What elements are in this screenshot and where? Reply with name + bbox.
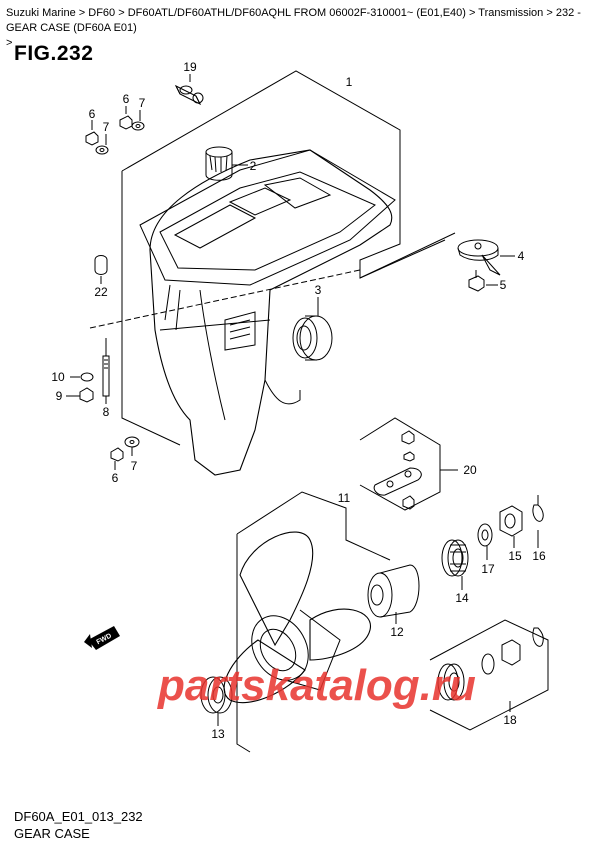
callout-7c: 7 xyxy=(131,459,138,473)
callout-4: 4 xyxy=(518,249,525,263)
breadcrumb-separator: > xyxy=(78,7,86,19)
breadcrumb-separator: > xyxy=(118,7,125,19)
breadcrumb-link-suzuki-marine[interactable]: Suzuki Marine xyxy=(6,7,76,19)
breadcrumb: Suzuki Marine > DF60 > DF60ATL/DF60ATHL/… xyxy=(6,6,596,51)
breadcrumb-separator: > xyxy=(6,37,13,49)
figure-name: GEAR CASE xyxy=(14,826,90,841)
callout-17: 17 xyxy=(481,562,495,576)
callout-22: 22 xyxy=(94,285,108,299)
breadcrumb-link-model[interactable]: DF60ATL/DF60ATHL/DF60AQHL FROM 06002F-31… xyxy=(127,7,466,19)
callout-12: 12 xyxy=(390,625,404,639)
part-13-washer xyxy=(200,676,233,714)
part-18-set xyxy=(437,627,544,701)
callout-2: 2 xyxy=(250,159,257,173)
breadcrumb-link-df60[interactable]: DF60 xyxy=(88,7,116,19)
callout-6: 6 xyxy=(89,107,96,121)
breadcrumb-link-transmission[interactable]: Transmission xyxy=(478,7,544,19)
part-16-pin xyxy=(532,504,544,522)
callout-15: 15 xyxy=(508,549,522,563)
group-frame-18 xyxy=(429,619,549,731)
group-frame-1-lower xyxy=(121,171,181,446)
part-12-bushing xyxy=(367,564,420,618)
callout-11: 11 xyxy=(338,491,351,505)
part-19-plug xyxy=(174,84,204,106)
callout-6c: 6 xyxy=(112,471,119,485)
part-22-cap xyxy=(94,255,108,275)
callout-10: 10 xyxy=(51,370,65,384)
callout-19: 19 xyxy=(183,60,197,74)
callout-13: 13 xyxy=(211,727,225,741)
part-15-nut xyxy=(499,505,523,537)
breadcrumb-separator: > xyxy=(469,7,476,19)
group-frame-11 xyxy=(236,491,391,561)
callout-7: 7 xyxy=(103,120,110,134)
callout-6b: 6 xyxy=(123,92,130,106)
figure-title: FIG.232 xyxy=(14,42,94,65)
part-20-plate xyxy=(373,430,422,510)
figure-code: DF60A_E01_013_232 xyxy=(14,809,143,824)
callout-9: 9 xyxy=(56,389,63,403)
gear-case-body xyxy=(149,149,393,476)
part-17-washer xyxy=(477,523,493,547)
callout-8: 8 xyxy=(103,405,110,419)
part-4-anode xyxy=(457,239,501,276)
part-8-stud xyxy=(102,355,110,397)
part-2-bushing xyxy=(205,146,233,181)
gear-case-top-plate xyxy=(139,149,396,286)
callout-1: 1 xyxy=(346,75,353,89)
callout-5: 5 xyxy=(500,278,507,292)
callout-7b: 7 xyxy=(139,96,146,110)
group-frame-1 xyxy=(121,70,456,279)
part-3-bearing xyxy=(292,315,333,361)
callout-18: 18 xyxy=(503,713,517,727)
breadcrumb-current: 232 - GEAR CASE (DF60A E01) xyxy=(6,7,581,34)
callout-3: 3 xyxy=(315,283,322,297)
callout-14: 14 xyxy=(455,591,469,605)
group-frame-20 xyxy=(359,417,441,511)
callout-16: 16 xyxy=(532,549,546,563)
fwd-arrow-icon: FWD xyxy=(84,626,120,650)
breadcrumb-separator: > xyxy=(546,7,553,19)
propeller xyxy=(223,531,371,704)
watermark: partskatalog.ru xyxy=(157,661,476,710)
part-5-bolt xyxy=(468,270,485,292)
callout-20: 20 xyxy=(463,463,477,477)
part-14-spacer xyxy=(441,539,469,577)
